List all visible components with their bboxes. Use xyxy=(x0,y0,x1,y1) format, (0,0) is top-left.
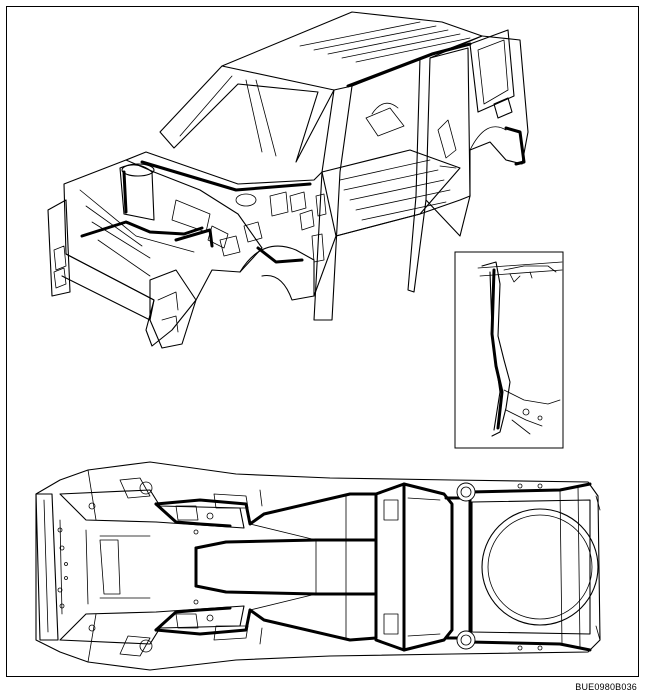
rear-mount-bottom xyxy=(456,630,476,650)
underbody-plan xyxy=(35,461,601,671)
front-frame-rail xyxy=(149,269,197,349)
rear-door-opening xyxy=(425,47,471,237)
b-pillar xyxy=(351,35,483,293)
a-pillar xyxy=(313,85,353,321)
body-shell-isometric xyxy=(47,11,529,349)
front-wheelhouse xyxy=(239,245,315,301)
rear-quarter xyxy=(469,35,529,197)
rear-mount-top xyxy=(456,482,476,502)
side-sill xyxy=(313,195,471,297)
front-frame-rail-top xyxy=(59,489,245,529)
rear-rail-seal-bottom xyxy=(468,640,592,652)
floor-seal-outer xyxy=(154,492,378,642)
spare-wheel-well xyxy=(481,508,599,626)
quarter-window xyxy=(469,29,515,113)
roof-seal-line xyxy=(346,42,472,88)
inset-seal-line xyxy=(490,268,504,430)
radiator-support-left xyxy=(47,199,71,297)
tunnel-seal-bottom xyxy=(194,584,378,596)
figure-frame xyxy=(6,6,639,677)
cowl-seal-line xyxy=(140,160,312,192)
roof-ribs xyxy=(299,21,471,63)
floor-ribs xyxy=(339,159,451,221)
front-apron xyxy=(63,159,263,347)
fuel-lid xyxy=(493,97,513,119)
rear-floor-seal xyxy=(374,482,454,652)
floor-panel xyxy=(321,149,461,237)
underbody-outline xyxy=(35,461,601,671)
figure-code: BUE0980B036 xyxy=(575,682,637,692)
rear-seal-line xyxy=(504,126,526,166)
cowl-top xyxy=(125,151,323,185)
front-seal-line xyxy=(80,220,204,238)
inset-frame xyxy=(454,251,564,449)
pillar-detail-inset xyxy=(454,251,564,449)
windshield-frame xyxy=(159,65,335,163)
rear-rail-seal-top xyxy=(468,482,592,494)
inset-pillar-outer xyxy=(481,261,511,437)
front-bumper-beam xyxy=(35,493,59,641)
front-frame-rail-bottom xyxy=(59,605,245,645)
tunnel-seal-top xyxy=(194,538,378,550)
